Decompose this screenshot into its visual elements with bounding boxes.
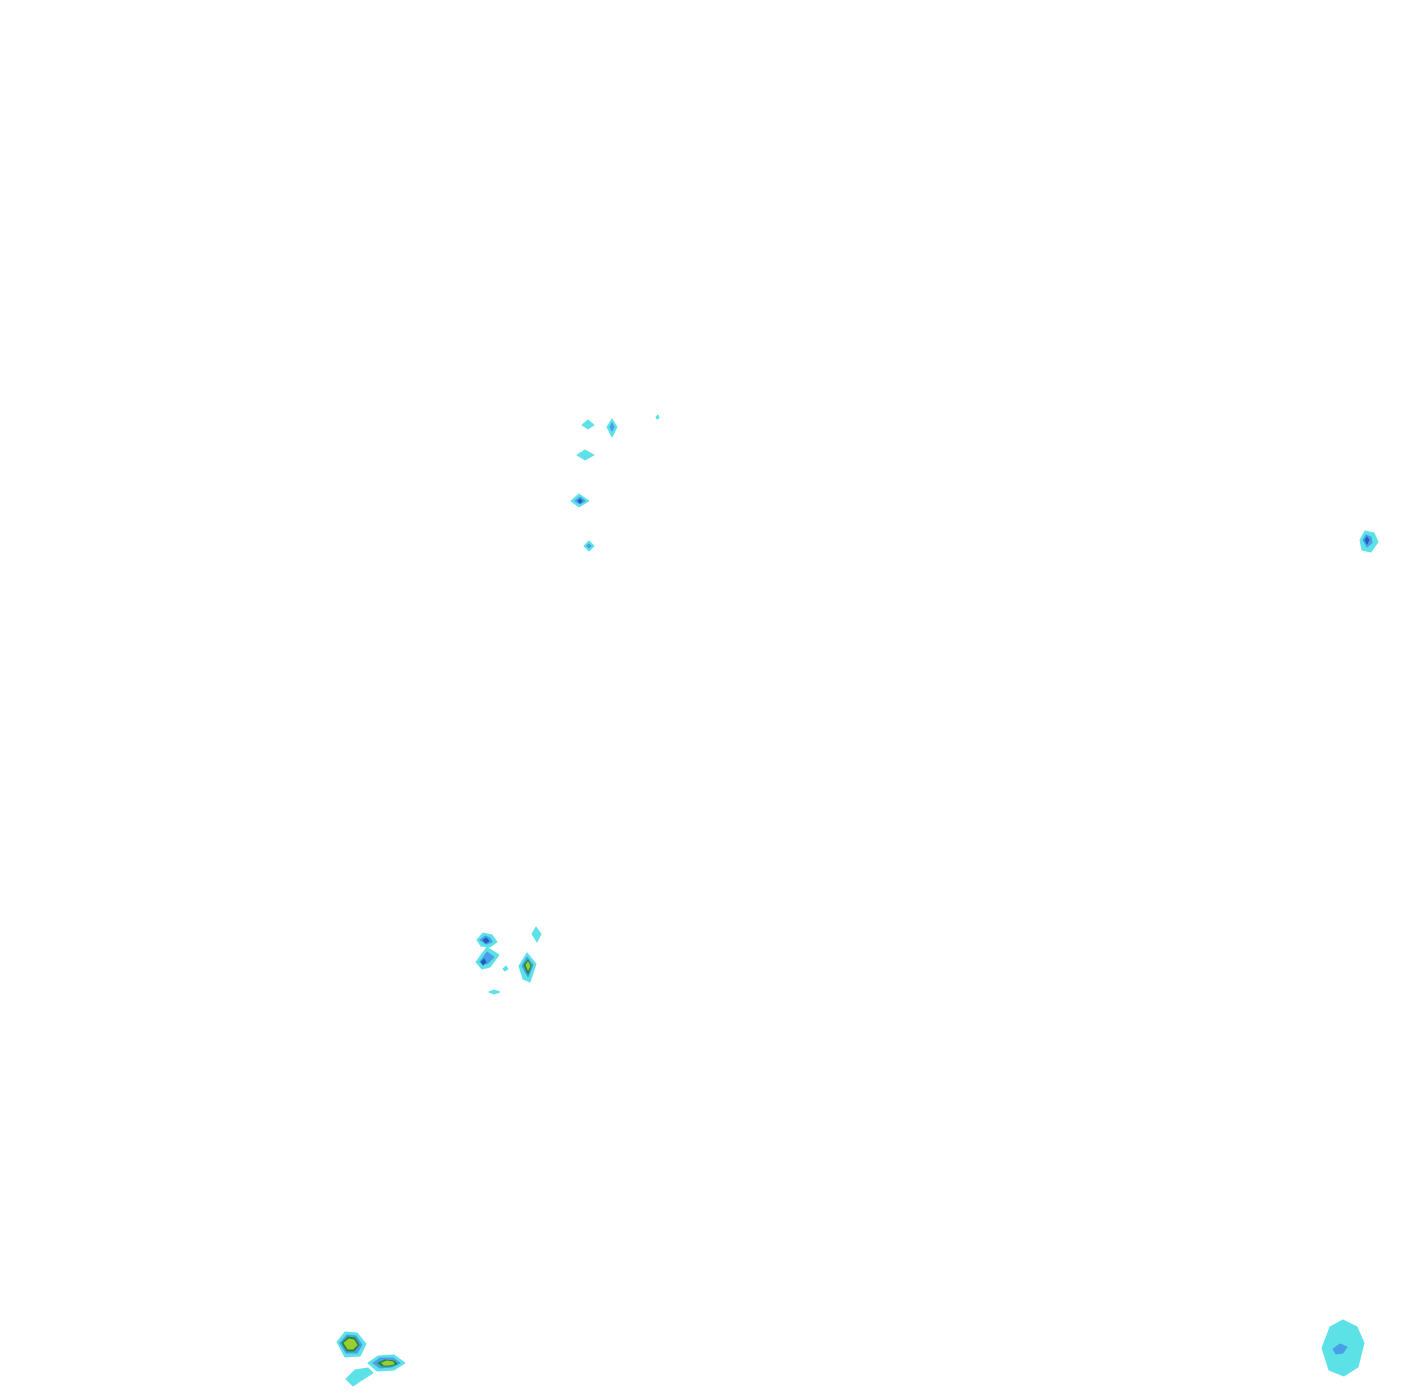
echo-cell-h-level-3 xyxy=(482,937,490,944)
echo-cell-e xyxy=(570,493,590,508)
echo-cell-k-level-5 xyxy=(525,961,531,971)
echo-cell-c xyxy=(655,414,660,420)
echo-cell-f xyxy=(583,540,595,552)
echo-cell-p xyxy=(345,1367,374,1387)
echo-cell-b-level-2 xyxy=(609,422,615,432)
echo-cell-q-level-2 xyxy=(1332,1343,1348,1355)
echo-cell-n xyxy=(336,1331,367,1358)
echo-cell-l-level-1 xyxy=(502,965,509,972)
echo-cell-a-level-1 xyxy=(581,419,595,430)
echo-cell-i xyxy=(475,946,500,970)
echo-cell-f-level-2 xyxy=(586,543,592,549)
echo-cell-d xyxy=(576,449,595,461)
echo-cell-o xyxy=(367,1354,406,1372)
echo-cell-m-level-1 xyxy=(488,989,501,995)
echo-cell-e-level-3 xyxy=(577,498,583,504)
echo-cell-o-level-5 xyxy=(381,1360,395,1366)
echo-cell-q xyxy=(1321,1319,1365,1377)
echo-cell-m xyxy=(488,989,501,995)
echo-cell-i-level-3 xyxy=(480,958,487,966)
echo-cell-b xyxy=(606,418,618,438)
echo-cell-c-level-1 xyxy=(655,414,660,420)
echo-cell-l xyxy=(502,965,509,972)
echo-cell-n-level-5 xyxy=(343,1338,358,1350)
echo-cell-a xyxy=(581,419,595,430)
echo-cell-k xyxy=(518,952,537,983)
echo-cell-d-level-1 xyxy=(576,449,595,461)
echo-cell-h xyxy=(476,932,498,948)
echo-cell-g xyxy=(1359,530,1379,553)
echo-cell-g-level-3 xyxy=(1364,536,1370,545)
echo-cell-p-level-1 xyxy=(345,1367,374,1387)
echo-cell-j xyxy=(531,926,542,943)
precipitation-contours xyxy=(336,414,1379,1387)
echo-cell-j-level-1 xyxy=(531,926,542,943)
